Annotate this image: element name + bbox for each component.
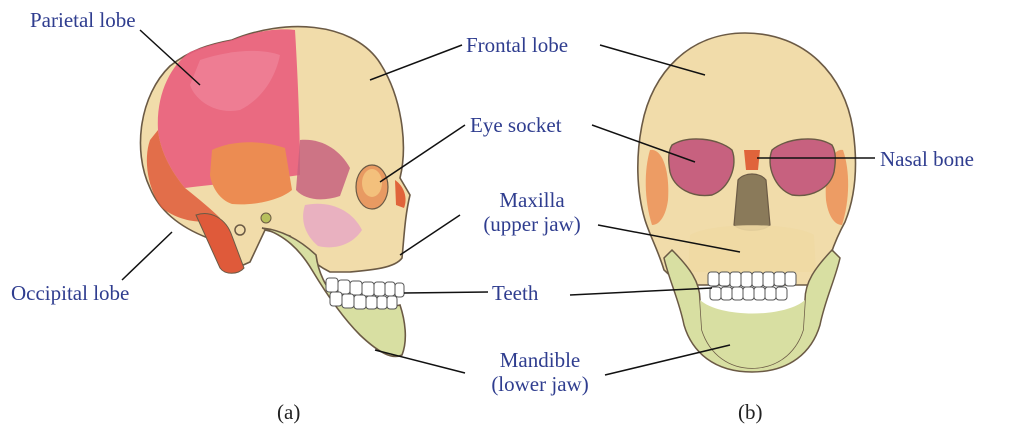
teeth-frontal	[708, 272, 796, 300]
leader-teeth-a	[404, 292, 488, 293]
label-mandible-line1: Mandible	[470, 348, 610, 372]
caption-a: (a)	[277, 400, 300, 424]
skull-frontal-view	[638, 33, 856, 372]
label-eye-socket: Eye socket	[470, 113, 562, 137]
nasal-bone	[744, 150, 760, 170]
temporal-region	[210, 142, 292, 204]
label-maxilla: Maxilla (upper jaw)	[462, 188, 602, 236]
nasal-cavity	[734, 174, 770, 230]
leader-mandible-a	[375, 350, 465, 373]
leader-maxilla-a	[400, 215, 460, 255]
label-maxilla-line1: Maxilla	[462, 188, 602, 212]
leader-occipital	[122, 232, 172, 280]
caption-b: (b)	[738, 400, 763, 424]
label-mandible-line2: (lower jaw)	[470, 372, 610, 396]
label-parietal-lobe: Parietal lobe	[30, 8, 136, 32]
label-occipital-lobe: Occipital lobe	[11, 281, 129, 305]
label-mandible: Mandible (lower jaw)	[470, 348, 610, 396]
label-nasal-bone: Nasal bone	[880, 147, 974, 171]
label-maxilla-line2: (upper jaw)	[462, 212, 602, 236]
label-frontal-lobe: Frontal lobe	[466, 33, 568, 57]
skull-lateral-view	[140, 27, 410, 357]
leader-frontal-a	[370, 45, 462, 80]
teeth-lateral	[326, 278, 404, 309]
label-teeth: Teeth	[492, 281, 538, 305]
